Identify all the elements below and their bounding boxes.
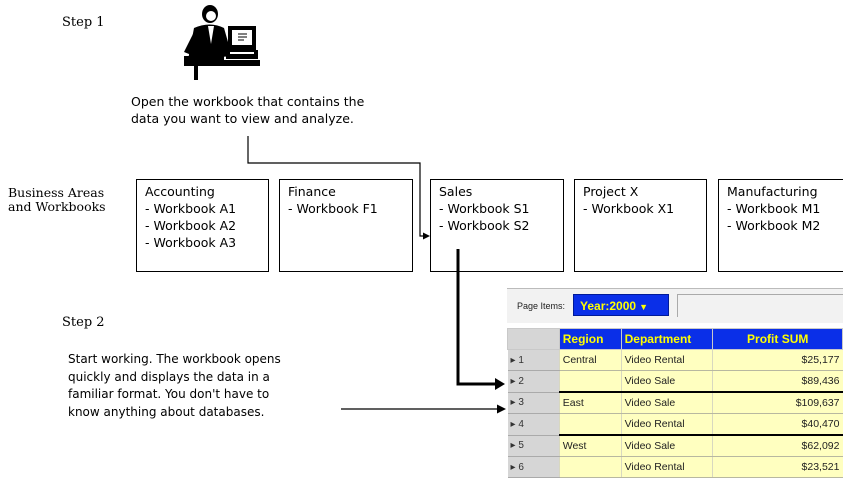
arrowhead-icon: [423, 232, 430, 240]
instruction-line: Open the workbook that contains the: [131, 94, 365, 109]
department-cell[interactable]: Video Rental: [620, 456, 713, 478]
workbook-item[interactable]: - Workbook F1: [288, 201, 378, 216]
row-number[interactable]: ▸ 4: [507, 413, 560, 436]
profit-cell[interactable]: $62,092: [712, 435, 843, 457]
corner-cell: [507, 328, 560, 350]
column-header-department[interactable]: Department: [620, 328, 714, 350]
department-cell[interactable]: Video Rental: [620, 413, 713, 436]
workbook-item[interactable]: - Workbook S2: [439, 218, 530, 233]
department-cell[interactable]: Video Sale: [620, 435, 713, 457]
profit-cell[interactable]: $109,637: [712, 392, 843, 414]
business-area-name: Accounting: [145, 184, 215, 199]
business-area-name: Sales: [439, 184, 473, 199]
instruction-line: know anything about databases.: [68, 404, 265, 419]
page-item-dropdown[interactable]: Year:2000▼: [573, 294, 669, 316]
profit-cell[interactable]: $40,470: [712, 413, 843, 436]
row-number[interactable]: ▸ 6: [507, 456, 560, 478]
business-area-manufacturing[interactable]: Manufacturing - Workbook M1 - Workbook M…: [718, 179, 843, 272]
label-line: and Workbooks: [8, 199, 106, 214]
workbook-item[interactable]: - Workbook M1: [727, 201, 821, 216]
step-2-label: Step 2: [62, 315, 105, 330]
department-cell[interactable]: Video Sale: [620, 392, 713, 414]
row-number[interactable]: ▸ 3: [507, 392, 560, 414]
row-number[interactable]: ▸ 5: [507, 435, 560, 457]
profit-cell[interactable]: $25,177: [712, 349, 843, 371]
row-number[interactable]: ▸ 2: [507, 370, 560, 393]
region-cell[interactable]: [558, 370, 622, 393]
page-item-value: Year:2000: [580, 299, 637, 313]
business-area-project-x[interactable]: Project X - Workbook X1: [574, 179, 707, 272]
step-1-instruction: Open the workbook that contains the data…: [131, 93, 431, 127]
row-number[interactable]: ▸ 1: [507, 349, 560, 371]
workbook-item[interactable]: - Workbook X1: [583, 201, 675, 216]
workbook-item[interactable]: - Workbook A2: [145, 218, 237, 233]
person-at-computer-icon: [184, 5, 260, 80]
step-2-instruction: Start working. The workbook opens quickl…: [68, 351, 338, 421]
arrowhead-icon: [495, 378, 505, 390]
business-area-name: Project X: [583, 184, 639, 199]
business-area-sales[interactable]: Sales - Workbook S1 - Workbook S2: [430, 179, 564, 272]
department-cell[interactable]: Video Sale: [620, 370, 713, 393]
data-table: Region Department Profit SUM ▸ 1 Central…: [507, 328, 843, 478]
instruction-line: familiar format. You don't have to: [68, 387, 270, 401]
step-1-label: Step 1: [62, 15, 105, 30]
business-area-accounting[interactable]: Accounting - Workbook A1 - Workbook A2 -…: [136, 179, 269, 272]
table-row[interactable]: ▸ 5 West Video Sale $62,092: [507, 435, 843, 457]
workbook-item[interactable]: - Workbook S1: [439, 201, 530, 216]
workbook-item[interactable]: - Workbook A1: [145, 201, 237, 216]
business-area-finance[interactable]: Finance - Workbook F1: [279, 179, 413, 272]
business-areas-label: Business Areas and Workbooks: [8, 186, 106, 214]
label-line: Business Areas: [8, 185, 105, 200]
profit-cell[interactable]: $23,521: [712, 456, 843, 478]
workbook-item[interactable]: - Workbook A3: [145, 235, 237, 250]
table-row[interactable]: ▸ 1 Central Video Rental $25,177: [507, 349, 843, 371]
region-cell[interactable]: [558, 456, 622, 478]
business-area-name: Manufacturing: [727, 184, 818, 199]
business-area-name: Finance: [288, 184, 336, 199]
page-items-bar: Page Items: Year:2000▼: [507, 288, 843, 323]
region-cell[interactable]: West: [558, 435, 622, 457]
table-row[interactable]: ▸ 3 East Video Sale $109,637: [507, 392, 843, 414]
arrowhead-icon: [497, 404, 506, 414]
region-cell[interactable]: [558, 413, 622, 436]
workbook-worksheet[interactable]: Page Items: Year:2000▼ Region Department…: [507, 288, 843, 488]
table-row[interactable]: ▸ 4 Video Rental $40,470: [507, 413, 843, 436]
region-cell[interactable]: East: [558, 392, 622, 414]
chevron-down-icon: ▼: [639, 302, 648, 312]
table-row[interactable]: ▸ 6 Video Rental $23,521: [507, 456, 843, 478]
column-header-profit-sum[interactable]: Profit SUM: [712, 328, 843, 350]
divider: [677, 294, 843, 317]
region-cell[interactable]: Central: [558, 349, 622, 371]
column-header-region[interactable]: Region: [558, 328, 622, 350]
department-cell[interactable]: Video Rental: [620, 349, 713, 371]
instruction-line: quickly and displays the data in a: [68, 369, 270, 384]
page-items-label: Page Items:: [517, 301, 566, 311]
workbook-item[interactable]: - Workbook M2: [727, 218, 821, 233]
table-row[interactable]: ▸ 2 Video Sale $89,436: [507, 370, 843, 393]
profit-cell[interactable]: $89,436: [712, 370, 843, 393]
instruction-line: data you want to view and analyze.: [131, 111, 354, 126]
instruction-line: Start working. The workbook opens: [68, 352, 281, 366]
